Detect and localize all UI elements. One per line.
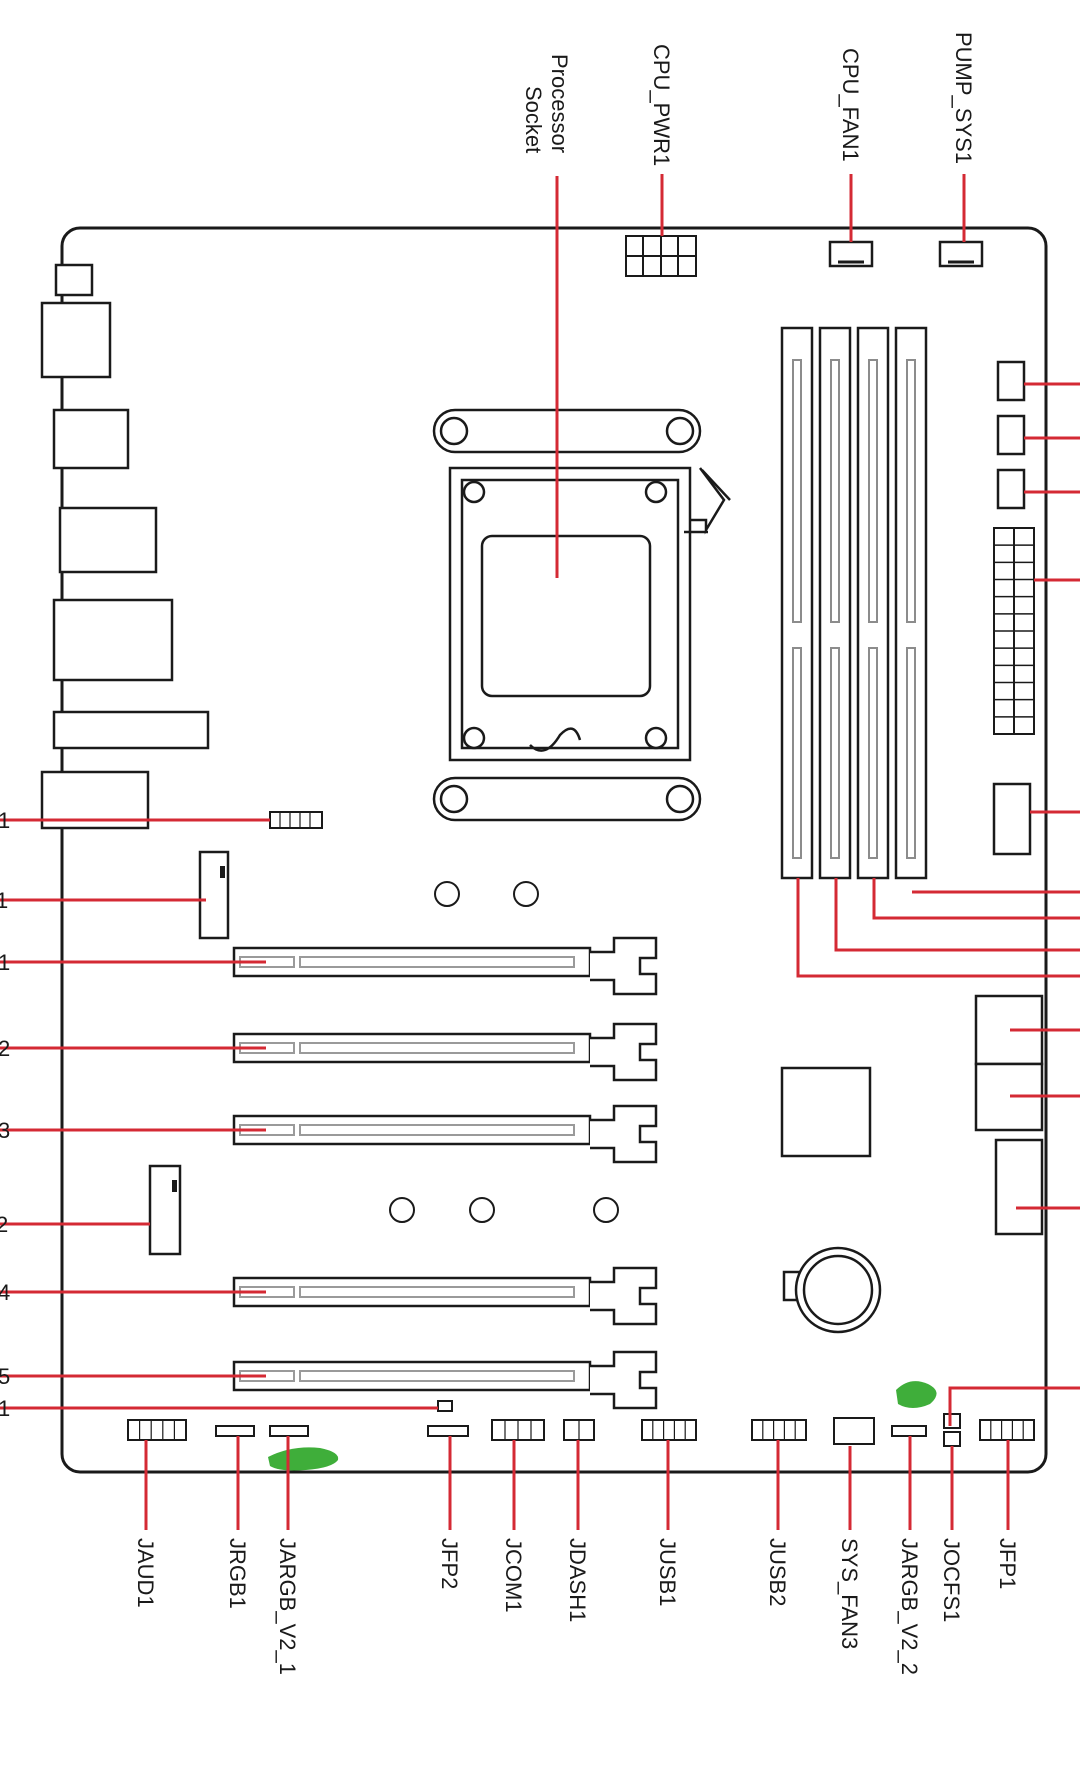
rear-io-panel (40, 263, 210, 830)
label-processor-socket-line2: Socket (521, 86, 546, 153)
pump-header (938, 240, 984, 268)
pcie-slot (232, 1276, 592, 1308)
tpm-header (437, 1400, 453, 1412)
pcie-slot-contacts (299, 1286, 575, 1298)
thunderbolt-header-pins (279, 812, 311, 828)
pcie-slot (232, 1114, 592, 1146)
pcie-slots (232, 936, 658, 1410)
edge-label-4: 2 (0, 1036, 10, 1061)
green-marker-jocfs1 (896, 1381, 937, 1408)
cmos-battery (782, 1246, 882, 1334)
header-connector (127, 1419, 187, 1441)
edge-label-8: 5 (0, 1364, 10, 1389)
label-jargb-v2-2: JARGB_V2_2 (897, 1538, 922, 1675)
cpu-power-connector (625, 235, 697, 277)
header-connector (943, 1431, 961, 1447)
header-connector (751, 1419, 807, 1441)
dimm-slots (780, 326, 928, 880)
edge-label-7: 4 (0, 1280, 10, 1305)
green-marker-jargb-v2-1 (268, 1447, 339, 1471)
pcie-slot-contacts (299, 1042, 575, 1054)
pcie-slot (232, 1032, 592, 1064)
header-connector (891, 1425, 927, 1437)
pcie-slot-latch (590, 1022, 658, 1082)
edge-label-2: 1 (0, 888, 8, 913)
cpu-fan-header (828, 240, 874, 268)
atx-pin-grid (994, 544, 1034, 718)
header-connector (427, 1425, 469, 1437)
usb-front-header (992, 782, 1032, 856)
pcie-slot-latch (590, 1266, 658, 1326)
edge-label-3: 1 (0, 950, 10, 975)
pcie-slot-contacts (299, 956, 575, 968)
header-connector (833, 1417, 875, 1445)
pcie-slot-contacts (299, 1370, 575, 1382)
pcie-slot-contacts (299, 1124, 575, 1136)
label-cpu-fan1: CPU_FAN1 (838, 48, 863, 162)
cpu-socket (432, 408, 726, 822)
edge-label-9: 1 (0, 1396, 10, 1421)
header-connector (215, 1425, 255, 1437)
header-connector (943, 1413, 961, 1429)
label-cpu-pwr1: CPU_PWR1 (649, 44, 674, 166)
pcie-slot-latch (590, 1350, 658, 1410)
label-jrgb1: JRGB1 (225, 1538, 250, 1609)
pcie-slot-latch (590, 936, 658, 996)
edge-label-6: 2 (0, 1212, 8, 1237)
sata-connectors (974, 994, 1044, 1236)
pcie-slot (232, 946, 592, 978)
label-processor-socket-line1: Processor (547, 54, 572, 153)
pcie-slot (232, 1360, 592, 1392)
label-sys-fan3: SYS_FAN3 (837, 1538, 862, 1649)
dimm-slot-inner (792, 359, 916, 859)
label-jfp2: JFP2 (437, 1538, 462, 1589)
edge-label-5: 3 (0, 1118, 10, 1143)
label-jusb2: JUSB2 (765, 1538, 790, 1606)
label-jocfs1: JOCFS1 (939, 1538, 964, 1622)
chipset (780, 1066, 872, 1158)
label-jcom1: JCOM1 (501, 1538, 526, 1613)
mounting-holes (389, 881, 619, 1223)
label-jdash1: JDASH1 (565, 1538, 590, 1622)
header-connector (641, 1419, 697, 1441)
label-jargb-v2-1: JARGB_V2_1 (275, 1538, 300, 1675)
thunderbolt-header (269, 811, 323, 829)
edge-label-1: 1 (0, 808, 10, 833)
label-pump-sys1: PUMP_SYS1 (951, 32, 976, 164)
right-fan-headers (996, 360, 1026, 510)
label-jfp1: JFP1 (995, 1538, 1020, 1589)
header-connector (269, 1425, 309, 1437)
label-jusb1: JUSB1 (655, 1538, 680, 1606)
pcie-slot-latch (590, 1104, 658, 1164)
callout-lines (0, 174, 1080, 1530)
m2-slot-inner (172, 866, 225, 1192)
socket-lever-rod (701, 469, 731, 501)
label-jaud1: JAUD1 (133, 1538, 158, 1608)
header-connector (979, 1419, 1035, 1441)
